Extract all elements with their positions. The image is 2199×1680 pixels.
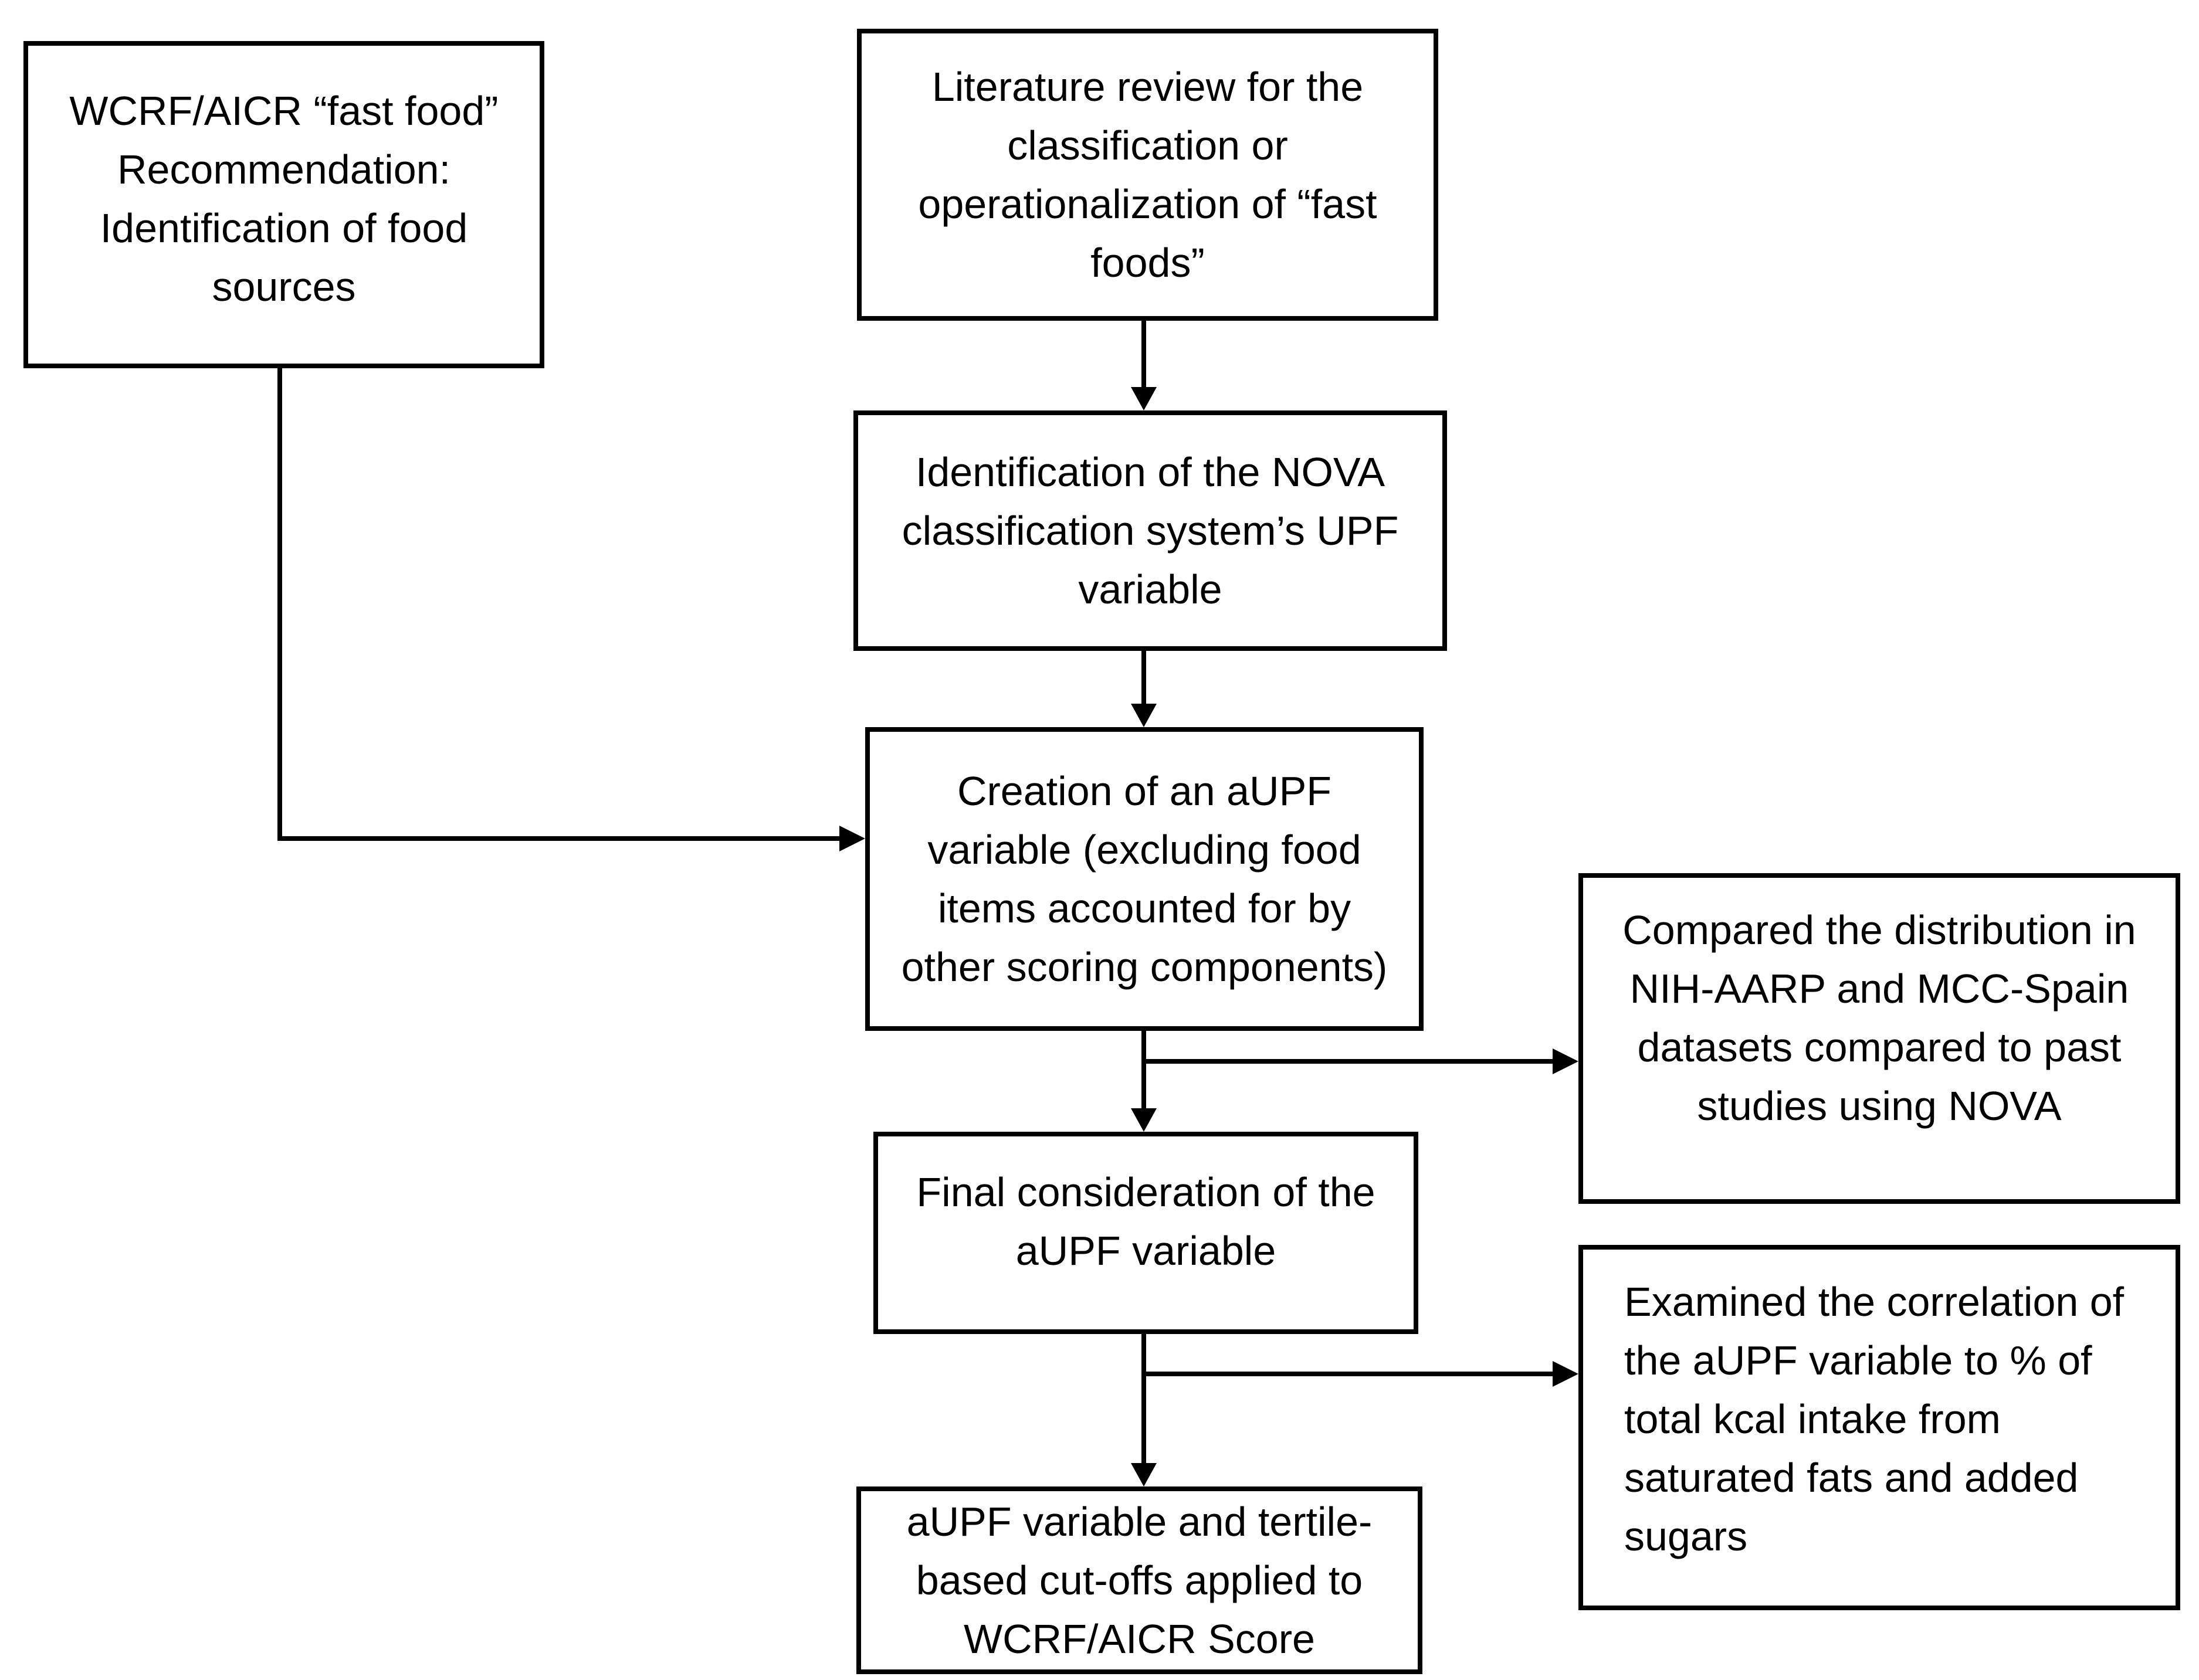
flow-box-aupf-creation: Creation of an aUPF variable (excluding … — [865, 727, 1424, 1031]
connector-wcrf-horizontal — [277, 836, 839, 841]
flow-box-text-line: classification system’s UPF — [902, 508, 1399, 554]
arrowhead-right-icon — [1553, 1048, 1578, 1074]
connector-literature-to-nova — [1141, 318, 1146, 388]
flow-box-text-line: Compared the distribution in — [1622, 907, 2136, 953]
connector-final-to-correlation — [1144, 1372, 1553, 1376]
arrowhead-down-icon — [1131, 387, 1157, 410]
connector-nova-to-aupf — [1141, 649, 1146, 705]
flow-box-text-line: sugars — [1624, 1513, 1748, 1559]
flow-box-text-line: aUPF variable — [1015, 1227, 1276, 1274]
flow-box-text-line: operationalization of “fast — [918, 181, 1377, 227]
flow-box-text-line: WCRF/AICR Score — [964, 1616, 1315, 1662]
flow-box-text-line: Recommendation: — [117, 147, 451, 192]
flow-box-text-line: Identification of food — [100, 205, 468, 251]
flow-box-literature-review: Literature review for the classification… — [857, 29, 1438, 321]
flow-box-text-line: saturated fats and added — [1624, 1454, 2079, 1501]
flow-box-text-line: based cut-offs applied to — [916, 1557, 1363, 1603]
flow-box-text-line: items accounted for by — [937, 885, 1351, 931]
flow-box-nova-upf-identification: Identification of the NOVA classificatio… — [853, 410, 1447, 651]
flow-box-final-consideration: Final consideration of the aUPF variable — [873, 1132, 1418, 1334]
flow-box-text-line: aUPF variable and tertile- — [906, 1499, 1373, 1545]
flow-box-correlation-examination: Examined the correlation of the aUPF var… — [1578, 1245, 2180, 1610]
flow-box-text-line: variable — [1078, 566, 1222, 612]
flow-box-text-line: other scoring components) — [901, 944, 1388, 990]
flow-box-distribution-comparison: Compared the distribution in NIH-AARP an… — [1578, 873, 2180, 1204]
flow-box-text-line: Examined the correlation of — [1624, 1278, 2125, 1325]
arrowhead-down-icon — [1131, 1463, 1157, 1486]
flow-box-text-line: variable (excluding food — [927, 827, 1361, 873]
flow-box-text-line: foods” — [1090, 240, 1205, 286]
flow-box-text-line: Final consideration of the — [916, 1169, 1375, 1215]
arrowhead-down-icon — [1131, 1108, 1157, 1132]
flow-box-wcrf-recommendation: WCRF/AICR “fast food” Recommendation: Id… — [23, 41, 544, 368]
flow-box-text-line: Creation of an aUPF — [957, 768, 1332, 814]
arrowhead-right-icon — [839, 826, 865, 851]
flow-box-text-line: Literature review for the — [931, 64, 1364, 110]
flow-box-text-line: classification or — [1007, 123, 1288, 168]
connector-aupf-to-final — [1141, 1029, 1146, 1109]
flow-box-text-line: NIH-AARP and MCC-Spain — [1629, 966, 2129, 1012]
flow-box-text-line: the aUPF variable to % of — [1624, 1337, 2092, 1383]
flow-box-text-line: datasets compared to past — [1637, 1024, 2122, 1070]
arrowhead-right-icon — [1553, 1361, 1578, 1387]
flow-box-text-line: WCRF/AICR “fast food” — [69, 88, 499, 134]
flow-box-text-line: total kcal intake from — [1624, 1396, 2001, 1442]
flow-box-text-line: sources — [212, 264, 356, 310]
flow-box-text-line: studies using NOVA — [1697, 1083, 2062, 1129]
flow-box-text-line: Identification of the NOVA — [915, 449, 1385, 495]
flow-box-score-application: aUPF variable and tertile- based cut-off… — [856, 1486, 1422, 1674]
connector-wcrf-vertical — [277, 366, 282, 841]
arrowhead-down-icon — [1131, 704, 1157, 727]
connector-final-to-score — [1141, 1332, 1146, 1464]
connector-aupf-to-distribution — [1144, 1059, 1553, 1064]
